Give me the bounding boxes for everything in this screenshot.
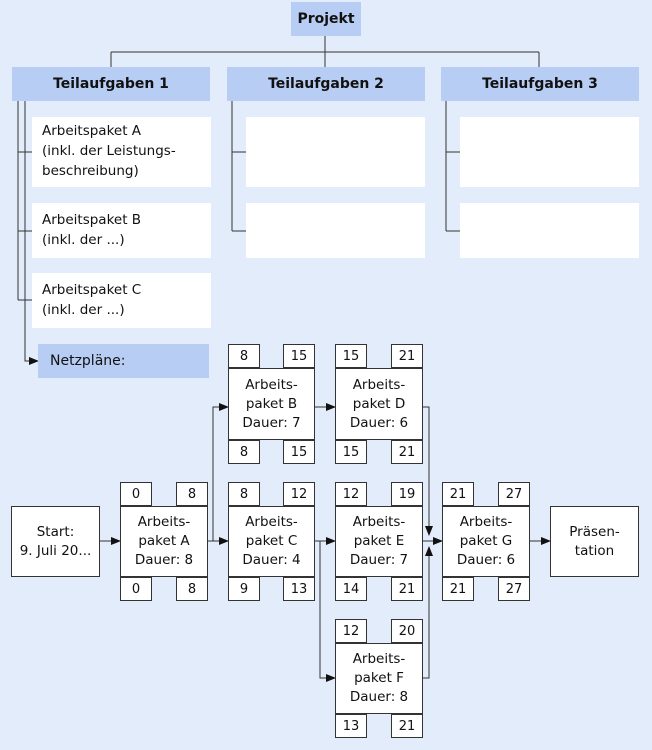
arbeitspaket-c-box: Arbeitspaket C (inkl. der ...) <box>32 273 211 328</box>
node-g-faz: 21 <box>442 482 474 506</box>
node-c-line-2: paket C <box>245 533 298 549</box>
node-a-saz: 0 <box>120 577 152 601</box>
node-e-saz: 14 <box>335 577 367 601</box>
node-g-saz: 21 <box>442 577 474 601</box>
node-b-line-3: Dauer: 7 <box>242 414 301 431</box>
node-d: Arbeits- paket D Dauer: 6 <box>335 368 423 440</box>
end-line-2: tation <box>574 542 615 559</box>
node-f-fez: 20 <box>391 619 423 643</box>
arbeitspaket-a-line-2: (inkl. der Leistungs- <box>42 143 176 159</box>
node-c-fez: 12 <box>283 482 315 506</box>
node-b-saz: 8 <box>228 440 260 464</box>
project-header: Projekt <box>291 2 361 36</box>
start-line-1: Start: <box>36 523 75 540</box>
node-e-line-3: Dauer: 7 <box>349 552 409 568</box>
node-f-saz: 13 <box>335 714 367 738</box>
node-e-line-1: Arbeits- <box>352 514 406 530</box>
node-d-line-2: paket D <box>352 395 406 412</box>
node-b-sez: 15 <box>283 440 315 464</box>
node-a: Arbeits- paket A Dauer: 8 <box>120 506 208 577</box>
netzplaene-label: Netzpläne: <box>38 344 209 378</box>
arbeitspaket-c-line-1: Arbeitspaket C <box>42 282 142 298</box>
node-e-faz: 12 <box>335 482 367 506</box>
teilaufgaben-1-header: Teilaufgaben 1 <box>12 67 210 101</box>
node-a-line-1: Arbeits- <box>137 514 191 530</box>
node-c-line-1: Arbeits- <box>245 514 298 530</box>
node-b-line-1: Arbeits- <box>245 376 298 393</box>
node-f-faz: 12 <box>335 619 367 643</box>
node-d-line-1: Arbeits- <box>352 376 406 393</box>
node-c-faz: 8 <box>228 482 260 506</box>
node-f-line-2: paket F <box>354 670 404 686</box>
node-a-faz: 0 <box>120 482 152 506</box>
node-c: Arbeits- paket C Dauer: 4 <box>228 506 315 577</box>
arbeitspaket-b-box: Arbeitspaket B (inkl. der ...) <box>32 203 211 258</box>
start-line-2: 9. Juli 20... <box>19 542 92 559</box>
arbeitspaket-b-line-1: Arbeitspaket B <box>42 212 142 228</box>
node-g: Arbeits- paket G Dauer: 6 <box>442 506 530 577</box>
node-e: Arbeits- paket E Dauer: 7 <box>335 506 423 577</box>
teilaufgaben-3-header: Teilaufgaben 3 <box>441 67 639 101</box>
start-node: Start: 9. Juli 20... <box>11 506 100 577</box>
praesentation-node: Präsen- tation <box>550 506 639 577</box>
arbeitspaket-c-line-2: (inkl. der ...) <box>42 302 125 318</box>
node-d-fez: 21 <box>391 344 423 368</box>
node-g-line-2: paket G <box>459 533 513 549</box>
arbeitspaket-a-box: Arbeitspaket A (inkl. der Leistungs- bes… <box>32 117 211 187</box>
node-g-fez: 27 <box>498 482 530 506</box>
node-a-line-3: Dauer: 8 <box>134 552 194 568</box>
node-b-faz: 8 <box>228 344 260 368</box>
node-b-line-2: paket B <box>245 395 298 412</box>
node-a-line-2: paket A <box>138 533 190 549</box>
node-g-line-3: Dauer: 6 <box>456 552 516 568</box>
node-b: Arbeits- paket B Dauer: 7 <box>228 368 315 440</box>
node-b-fez: 15 <box>283 344 315 368</box>
node-c-saz: 9 <box>228 577 260 601</box>
teilaufgaben-2-box-1 <box>246 117 425 187</box>
node-a-sez: 8 <box>176 577 208 601</box>
node-g-sez: 27 <box>498 577 530 601</box>
node-d-line-3: Dauer: 6 <box>349 414 409 431</box>
end-line-1: Präsen- <box>569 523 620 540</box>
node-f-line-3: Dauer: 8 <box>349 689 409 705</box>
node-a-fez: 8 <box>176 482 208 506</box>
arbeitspaket-a-line-3: beschreibung) <box>42 163 139 179</box>
node-d-sez: 21 <box>391 440 423 464</box>
node-e-sez: 21 <box>391 577 423 601</box>
teilaufgaben-3-box-2 <box>460 203 639 258</box>
node-e-line-2: paket E <box>353 533 405 549</box>
teilaufgaben-3-box-1 <box>460 117 639 187</box>
arbeitspaket-b-line-2: (inkl. der ...) <box>42 232 125 248</box>
teilaufgaben-2-header: Teilaufgaben 2 <box>227 67 425 101</box>
node-f: Arbeits- paket F Dauer: 8 <box>335 643 423 714</box>
node-e-fez: 19 <box>391 482 423 506</box>
node-f-sez: 21 <box>391 714 423 738</box>
arbeitspaket-a-line-1: Arbeitspaket A <box>42 123 142 139</box>
node-c-line-3: Dauer: 4 <box>242 552 301 568</box>
node-d-saz: 15 <box>335 440 367 464</box>
node-f-line-1: Arbeits- <box>352 651 406 667</box>
node-d-faz: 15 <box>335 344 367 368</box>
node-c-sez: 13 <box>283 577 315 601</box>
teilaufgaben-2-box-2 <box>246 203 425 258</box>
node-g-line-1: Arbeits- <box>459 514 513 530</box>
